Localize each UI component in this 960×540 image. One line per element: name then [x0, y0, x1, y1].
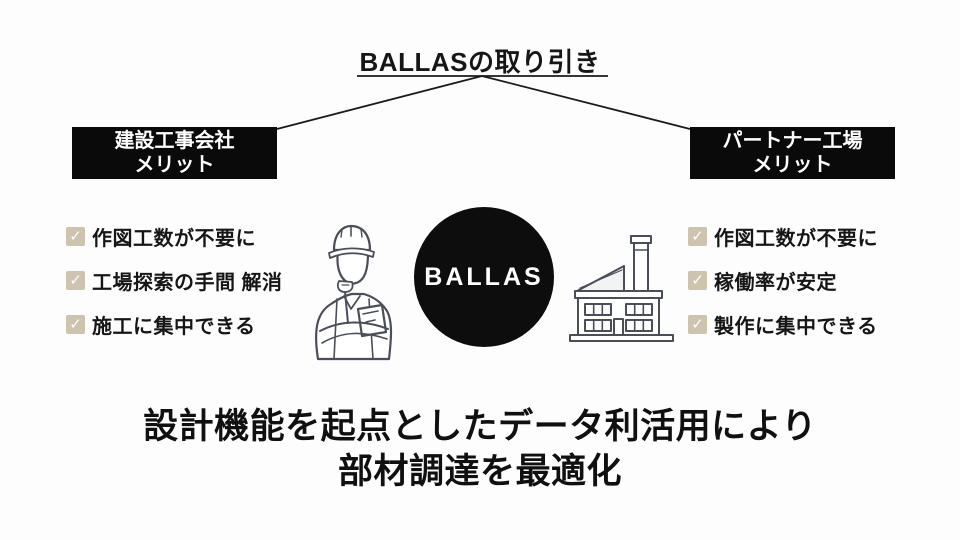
factory-icon — [569, 235, 674, 342]
construction-worker-icon — [314, 224, 393, 361]
right-merit-list: ✓ 作図工数が不要に ✓ 稼働率が安定 ✓ 製作に集中できる — [688, 222, 878, 354]
left-merit-list: ✓ 作図工数が不要に ✓ 工場探索の手間 解消 ✓ 施工に集中できる — [66, 222, 283, 354]
check-icon: ✓ — [688, 270, 707, 290]
checkmark-glyph: ✓ — [691, 271, 704, 289]
merit-item-label: 作図工数が不要に — [714, 227, 878, 250]
check-icon: ✓ — [66, 270, 85, 290]
check-icon: ✓ — [688, 314, 707, 334]
left-merit-header-line1: 建設工事会社 — [114, 129, 235, 152]
list-item: ✓ 稼働率が安定 — [688, 266, 878, 294]
merit-item-label: 作図工数が不要に — [92, 227, 256, 250]
right-merit-header-line2: メリット — [752, 154, 833, 176]
left-merit-header: 建設工事会社 メリット — [72, 127, 277, 179]
checkmark-glyph: ✓ — [69, 227, 82, 245]
list-item: ✓ 作図工数が不要に — [66, 222, 283, 250]
footer-message: 設計機能を起点としたデータ利活用により 部材調達を最適化 — [0, 404, 960, 494]
footer-line1: 設計機能を起点としたデータ利活用により — [143, 407, 817, 446]
list-item: ✓ 施工に集中できる — [66, 310, 283, 338]
checkmark-glyph: ✓ — [69, 271, 82, 289]
check-icon: ✓ — [66, 226, 85, 246]
left-merit-header-line2: メリット — [134, 154, 215, 176]
check-icon: ✓ — [688, 226, 707, 246]
page-title: BALLASの取り引き — [359, 47, 601, 77]
ballas-logo-text: BALLAS — [424, 262, 544, 291]
right-merit-header: パートナー工場 メリット — [690, 127, 895, 179]
right-merit-header-line1: パートナー工場 — [722, 129, 863, 152]
footer-line2: 部材調達を最適化 — [337, 452, 622, 491]
checkmark-glyph: ✓ — [691, 227, 704, 245]
list-item: ✓ 作図工数が不要に — [688, 222, 878, 250]
merit-item-label: 施工に集中できる — [92, 315, 256, 338]
ballas-logo-circle: BALLAS — [414, 207, 554, 347]
check-icon: ✓ — [66, 314, 85, 334]
list-item: ✓ 製作に集中できる — [688, 310, 878, 338]
list-item: ✓ 工場探索の手間 解消 — [66, 266, 283, 294]
merit-item-label: 稼働率が安定 — [714, 271, 837, 294]
merit-item-label: 製作に集中できる — [714, 315, 878, 338]
checkmark-glyph: ✓ — [69, 315, 82, 333]
merit-item-label: 工場探索の手間 解消 — [92, 271, 283, 294]
checkmark-glyph: ✓ — [691, 315, 704, 333]
